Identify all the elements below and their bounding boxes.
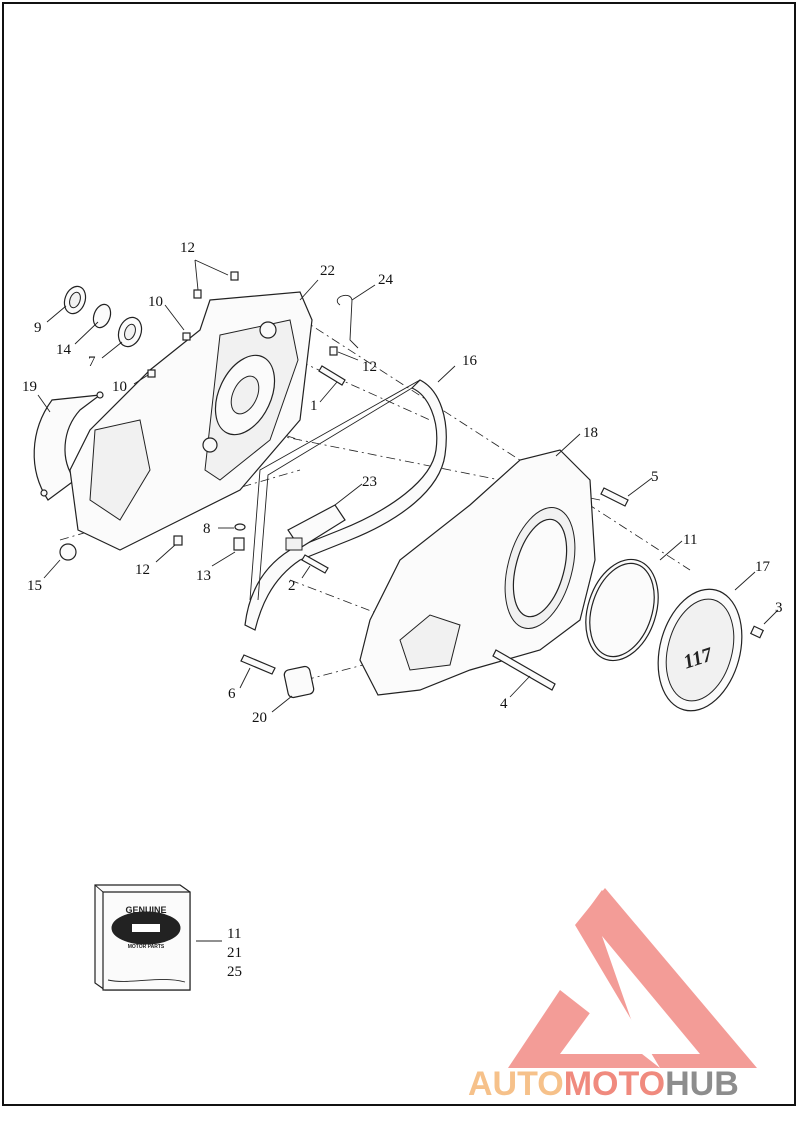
part-11-oring [585, 558, 659, 662]
watermark-logo [508, 888, 757, 1068]
callout-10b: 10 [112, 379, 127, 395]
callout-5: 5 [651, 469, 659, 485]
callout-2: 2 [288, 578, 296, 594]
callout-24: 24 [378, 272, 394, 288]
callout-17: 17 [755, 559, 771, 575]
callout-4: 4 [500, 696, 508, 712]
callout-19: 19 [22, 379, 37, 395]
callout-7: 7 [88, 354, 96, 370]
part-18-outer-primary [359, 449, 596, 696]
callout-labels: 12 22 24 10 9 14 7 12 16 10 19 1 18 23 5… [22, 240, 783, 726]
callout-22: 22 [320, 263, 335, 279]
callout-3: 3 [775, 600, 783, 616]
logo-text-top: GENUINE [125, 905, 166, 915]
callout-12c: 12 [135, 562, 150, 578]
part-16-gasket [244, 379, 447, 631]
part-17-derby-cover: 117 [657, 588, 743, 712]
callout-13: 13 [196, 568, 211, 584]
hardware-pieces [59, 271, 765, 699]
callout-16: 16 [462, 353, 478, 369]
callout-12b: 12 [362, 359, 377, 375]
watermark-part-moto: MOTO [564, 1065, 665, 1103]
watermark-text: AUTOMOTOHUB [468, 1065, 739, 1103]
kit-ref-2: 21 [227, 945, 242, 961]
callout-1: 1 [310, 398, 318, 414]
callout-9: 9 [34, 320, 42, 336]
callout-15: 15 [27, 578, 42, 594]
diagram-frame [2, 2, 796, 1106]
part-22-inner-primary [69, 291, 313, 551]
callout-20: 20 [252, 710, 267, 726]
callout-11: 11 [683, 532, 697, 548]
watermark-part-hub: HUB [665, 1065, 739, 1103]
kit-ref-3: 25 [227, 964, 242, 980]
leader-lines [37, 259, 779, 713]
kit-box: GENUINE MOTOR PARTS 11 21 25 [94, 884, 242, 991]
callout-6: 6 [228, 686, 236, 702]
part-23-tensioner [285, 504, 346, 551]
kit-ref-1: 11 [227, 926, 241, 942]
callout-23: 23 [362, 474, 377, 490]
watermark-part-auto: AUTO [468, 1065, 564, 1103]
callout-14: 14 [56, 342, 72, 358]
callout-12a: 12 [180, 240, 195, 256]
callout-8: 8 [203, 521, 211, 537]
logo-text-bottom: MOTOR PARTS [128, 944, 165, 950]
callout-10a: 10 [148, 294, 163, 310]
callout-18: 18 [583, 425, 598, 441]
